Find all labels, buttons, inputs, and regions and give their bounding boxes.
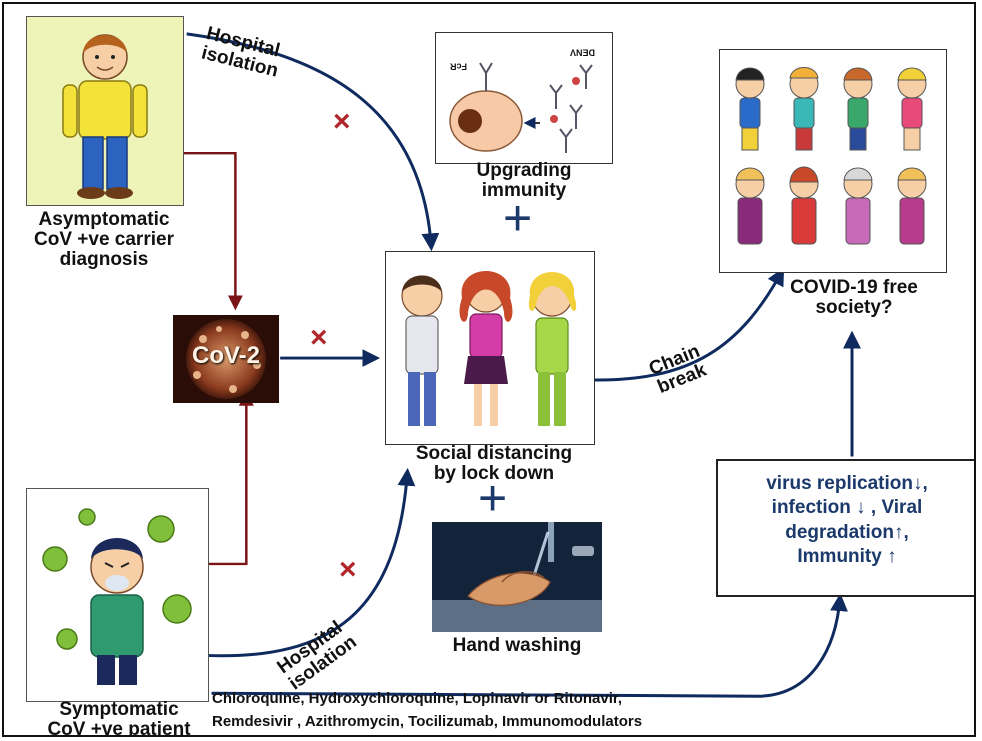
- asymptomatic-label: Asymptomatic CoV +ve carrier diagnosis: [18, 210, 190, 270]
- upgrading-immunity-line1: Upgrading: [476, 160, 572, 181]
- denv-label: DENV: [570, 47, 596, 58]
- asymptomatic-carrier-image: [26, 16, 184, 206]
- virus-effects-text: virus replication↓, infection ↓ , Viral …: [718, 472, 974, 569]
- asymptomatic-line1: Asymptomatic: [38, 209, 170, 230]
- symptomatic-line2: CoV +ve patient: [47, 718, 191, 737]
- hand-washing-image: [432, 522, 602, 632]
- virus-effects-line1: virus replication↓,: [766, 473, 928, 494]
- symptomatic-line1: Symptomatic: [59, 699, 179, 720]
- social-distancing-image: [385, 251, 595, 445]
- fcr-label: FcR: [450, 61, 468, 72]
- covid-free-line2: society?: [815, 296, 893, 318]
- asymptomatic-line2: CoV +ve carrier: [34, 228, 174, 250]
- social-distancing-line1: Social distancing: [415, 443, 573, 464]
- arrow-asymptomatic-to-cov2: [181, 151, 243, 311]
- social-distancing-line2: by lock down: [433, 462, 555, 484]
- arrow-drugs-to-virus-box: [211, 593, 848, 698]
- symptomatic-label: Symptomatic CoV +ve patient: [24, 699, 214, 737]
- symptomatic-patient-image: [26, 488, 209, 702]
- upgrading-immunity-label: Upgrading immunity: [440, 161, 608, 201]
- virus-effects-line2: infection ↓ , Viral: [771, 497, 923, 519]
- cov2-virus-image: CoV-2: [173, 315, 279, 403]
- boy-figure-icon: [62, 34, 148, 199]
- cross-mark-top: ×: [333, 105, 351, 138]
- plus-sign-top: +: [503, 190, 533, 246]
- arrow-symptomatic-to-cov2: [206, 390, 254, 566]
- arrow-hospital-isolation-bottom: [206, 467, 416, 658]
- hand-washing-label: Hand washing: [452, 635, 582, 656]
- antibody-cell-icon: [449, 62, 593, 153]
- drugs-list: Chloroquine, Hydroxychloroquine, Lopinav…: [212, 687, 772, 734]
- covid-free-label: COVID-19 free society?: [774, 278, 934, 318]
- three-people-icon: [401, 271, 577, 426]
- hands-water-icon: [432, 522, 602, 632]
- upgrading-immunity-image: FcR DENV: [435, 32, 613, 164]
- upgrading-immunity-line2: immunity: [481, 179, 567, 201]
- cross-mark-bottom: ×: [339, 553, 357, 586]
- covid-free-line1: COVID-19 free: [790, 277, 918, 298]
- virus-effects-line3: degradation↑,: [785, 521, 909, 543]
- social-distancing-label: Social distancing by lock down: [394, 444, 594, 484]
- arrows-layer: [181, 32, 861, 698]
- drugs-line2: Remdesivir , Azithromycin, Tocilizumab, …: [212, 713, 643, 731]
- group-of-people-icon: [735, 67, 927, 245]
- virus-effects-box: [716, 459, 974, 597]
- arrow-hospital-isolation-top: [186, 32, 440, 252]
- sick-patient-icon: [42, 508, 192, 685]
- drugs-line1: Chloroquine, Hydroxychloroquine, Lopinav…: [212, 690, 623, 707]
- cov2-text: CoV-2: [191, 342, 260, 369]
- covid-free-society-image: [719, 49, 947, 273]
- virus-particle-icon: [186, 319, 266, 399]
- arrow-chain-break: [590, 267, 785, 382]
- virus-effects-line4: Immunity ↑: [797, 545, 897, 567]
- cross-mark-cov2: ×: [310, 321, 328, 354]
- plus-sign-bottom: +: [478, 470, 508, 526]
- asymptomatic-line3: diagnosis: [59, 248, 149, 270]
